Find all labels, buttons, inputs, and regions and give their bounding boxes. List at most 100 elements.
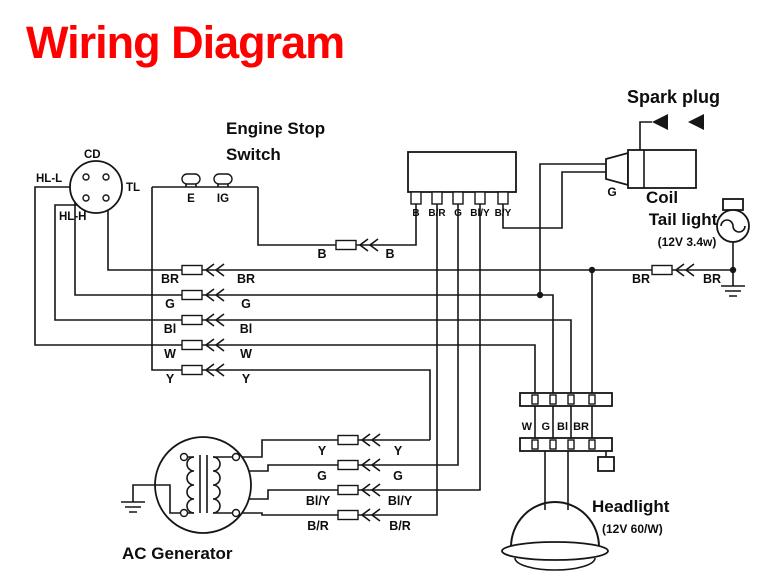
- cdi-terminal: [474, 191, 486, 205]
- engine-stop-label-line2: Switch: [226, 145, 281, 164]
- headlight-spec: (12V 60/W): [602, 522, 663, 536]
- connector-pin: [531, 439, 539, 450]
- ground-icon: [121, 501, 145, 513]
- tail-light: Tail light (12V 3.4w): [649, 198, 750, 297]
- connector-pin: [549, 394, 557, 405]
- accessory-connector: [597, 456, 615, 472]
- spark-plug-arrow-icon: [652, 114, 668, 130]
- wire-label-bl-right: Bl: [240, 322, 253, 336]
- cd-connector-pin: [82, 194, 90, 202]
- connector-pin: [588, 439, 596, 450]
- ground-icon: [721, 285, 745, 297]
- generator-terminal: [179, 452, 189, 462]
- wire-labels: B B BR BR G G Bl Bl W W Y Y BR BR Y Y G …: [161, 247, 721, 533]
- spark-plug-label: Spark plug: [627, 87, 720, 107]
- connector-pin: [549, 439, 557, 450]
- wire-label-bl-left: Bl: [164, 322, 177, 336]
- ac-generator-label: AC Generator: [122, 544, 233, 563]
- headlight-pin-label-g: G: [541, 421, 550, 433]
- spark-plug-lead: [639, 121, 652, 150]
- wire-label-b-right: B: [385, 247, 394, 261]
- wire-label-b_r-right: B/R: [389, 519, 411, 533]
- generator-terminal: [231, 508, 241, 518]
- wire-label-bl_y-left: Bl/Y: [306, 494, 331, 508]
- wire-b_y-path: [502, 171, 606, 229]
- switch-contact-legs: [185, 184, 229, 187]
- switch-contact-ig: [213, 173, 233, 185]
- wire-label-b-left: B: [317, 247, 326, 261]
- generator-winding-left: [186, 456, 195, 514]
- cd-connector-body: [69, 160, 123, 214]
- coil-body: [627, 149, 697, 189]
- switch-contact-e: [181, 173, 201, 185]
- wire-label-g-bottom-right: G: [393, 469, 403, 483]
- switch-terminal-e-label: E: [187, 193, 195, 205]
- cdi-terminal-label-b: B: [412, 208, 419, 219]
- junction-dot: [588, 266, 596, 274]
- wire-bl-path: [54, 204, 572, 393]
- connector-pin: [531, 394, 539, 405]
- wire-label-br-tail-right: BR: [703, 272, 721, 286]
- headlight-pin-label-w: W: [522, 421, 533, 433]
- ac-generator: AC Generator: [121, 436, 252, 563]
- coil-terminal-label: G: [607, 185, 616, 199]
- wire-label-br-left: BR: [161, 272, 179, 286]
- cdi-terminal-label-g: G: [454, 208, 462, 219]
- generator-ground-lead: [132, 484, 180, 514]
- switch-terminal-ig-label: IG: [217, 193, 229, 205]
- wire-harness: [34, 163, 737, 516]
- headlight-assembly: W G Bl BR Headlight (12V 60/W): [501, 392, 670, 571]
- wire-g-path: [74, 202, 554, 393]
- wire-w-path: [34, 186, 536, 393]
- tail-light-bulb-base: [722, 198, 744, 211]
- wire-label-y-left: Y: [166, 372, 175, 386]
- spark-plug-arrow-icon: [688, 114, 704, 130]
- cdi-terminal-label-bl_y: Bl/Y: [470, 208, 490, 219]
- headlight-pin-label-bl: Bl: [557, 421, 568, 433]
- cdi-body: [407, 151, 517, 193]
- headlight-pin-label-br: BR: [573, 421, 589, 433]
- connector-pin: [567, 394, 575, 405]
- headlight-lip: [514, 557, 596, 571]
- coil-label: Coil: [646, 188, 678, 207]
- wire-label-bl_y-right: Bl/Y: [388, 494, 413, 508]
- ignition-coil: G Coil: [605, 149, 697, 207]
- cdi-terminal-label-b_y: B/Y: [495, 208, 512, 219]
- generator-tap-lines: [188, 456, 233, 514]
- cdi-terminal: [452, 191, 464, 205]
- wire-label-br-right: BR: [237, 272, 255, 286]
- tail-light-spec: (12V 3.4w): [658, 235, 717, 249]
- generator-terminal: [231, 452, 241, 462]
- cd-connector-pin: [102, 173, 110, 181]
- tail-light-filament: [720, 219, 746, 233]
- headlight-rim: [501, 541, 609, 561]
- cd-connector-pin: [102, 194, 110, 202]
- wire-label-g-right: G: [241, 297, 251, 311]
- generator-core: [199, 455, 208, 513]
- generator-terminal: [179, 508, 189, 518]
- pin-label-hl-h: HL-H: [59, 211, 86, 223]
- wire-b_r-path: [240, 204, 438, 516]
- cdi-unit: B B/R G Bl/Y B/Y: [407, 151, 517, 219]
- coil-plug: [605, 151, 629, 187]
- headlight-dome: [510, 501, 600, 548]
- cd-connector: CD TL HL-L HL-H: [36, 149, 140, 223]
- wire-label-y-right: Y: [242, 372, 251, 386]
- pin-label-cd: CD: [84, 149, 101, 161]
- spark-plug: Spark plug: [627, 87, 720, 150]
- engine-stop-switch: Engine Stop Switch E IG: [152, 119, 325, 205]
- headlight-label: Headlight: [592, 497, 670, 516]
- wire-coil-g-path: [539, 163, 606, 295]
- wire-label-w-right: W: [240, 347, 252, 361]
- cdi-terminal: [431, 191, 443, 205]
- cdi-terminal: [410, 191, 422, 205]
- wire-label-br-tail-left: BR: [632, 272, 650, 286]
- cdi-terminal-label-b_r: B/R: [428, 208, 446, 219]
- engine-stop-label-line1: Engine Stop: [226, 119, 325, 138]
- tail-light-label: Tail light: [649, 210, 718, 229]
- cd-connector-pin: [82, 173, 90, 181]
- headlight-connector-wires: [534, 406, 607, 510]
- wire-label-y-bottom-left: Y: [318, 444, 327, 458]
